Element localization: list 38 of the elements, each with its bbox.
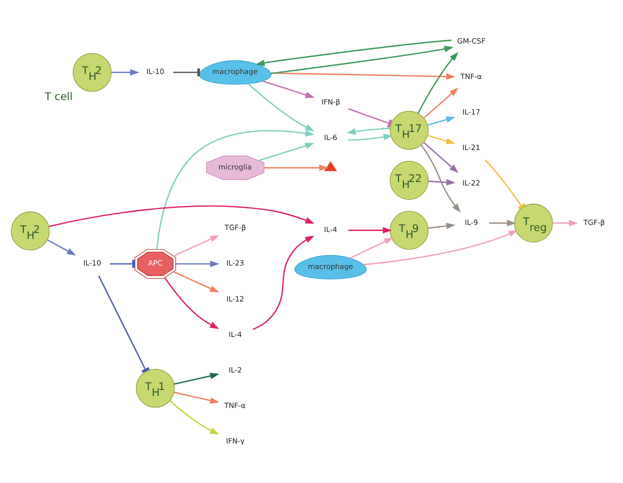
arrow [48,205,315,228]
arrow [423,142,459,173]
arrow [111,69,140,76]
connector [348,108,392,128]
arrow [174,392,220,404]
arrow [248,83,314,132]
arrow [174,372,220,385]
arrow [552,220,578,226]
arrow [173,271,220,292]
arrow [428,116,456,126]
arrow [255,40,452,66]
arrow [420,144,461,213]
arrow [428,222,456,230]
arrow [346,128,390,135]
arrow [47,239,76,256]
arrow [489,220,516,226]
node-triangle [324,161,338,172]
arrow [258,142,315,162]
arrow [264,164,328,172]
arrow [418,52,458,114]
arrow [262,80,315,98]
arrow [156,130,315,250]
arrow [423,88,459,118]
arrow [176,260,220,268]
connector [98,276,150,373]
connector [484,160,526,210]
arrow [169,400,220,435]
arrow [428,179,456,186]
arrow [348,227,392,234]
arrow [252,236,314,330]
arrow [428,134,456,144]
node-label: T cell [44,90,73,103]
arrow [348,134,393,141]
arrow [364,230,518,266]
arrow [164,277,220,329]
arrow [270,46,454,74]
arrow [173,235,220,257]
arrow [350,238,394,259]
